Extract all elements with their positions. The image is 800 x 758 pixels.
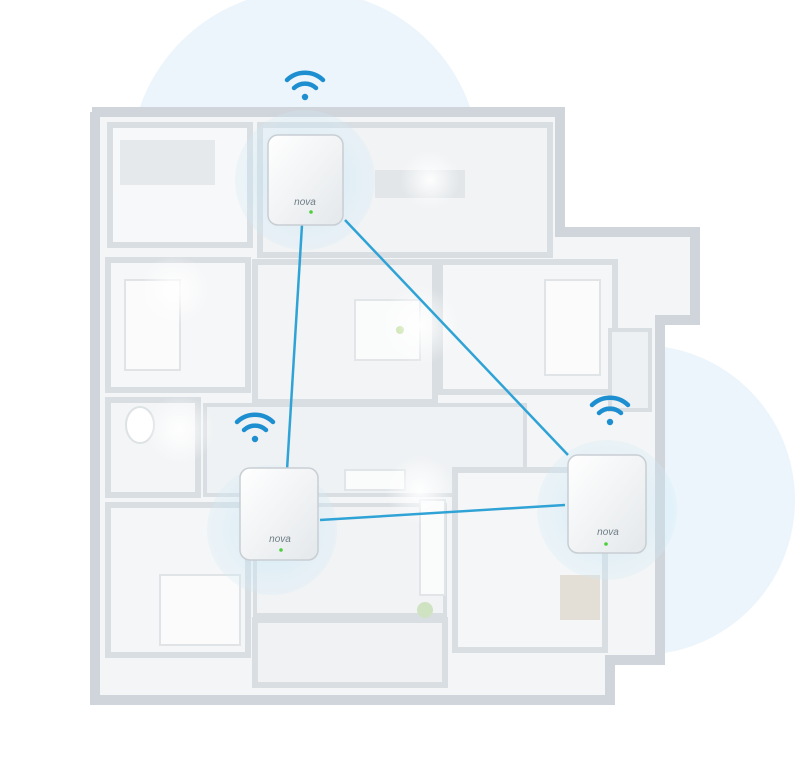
wifi-icon	[284, 70, 326, 101]
status-led	[604, 542, 608, 546]
mesh-link	[319, 503, 566, 522]
mesh-node-top-left: nova	[267, 134, 344, 226]
mesh-links	[285, 219, 569, 522]
status-led	[309, 210, 313, 214]
wifi-icon	[234, 412, 276, 443]
node-brand-label: nova	[269, 534, 291, 545]
mesh-node-bottom-right: nova	[567, 454, 647, 554]
apartment-floor-plan	[90, 107, 700, 705]
mesh-link	[344, 219, 569, 456]
node-brand-label: nova	[597, 527, 619, 538]
wifi-icon	[589, 395, 631, 426]
node-brand-label: nova	[294, 197, 316, 208]
status-led	[279, 548, 283, 552]
mesh-link	[285, 224, 304, 471]
mesh-node-bottom-left: nova	[239, 467, 319, 561]
